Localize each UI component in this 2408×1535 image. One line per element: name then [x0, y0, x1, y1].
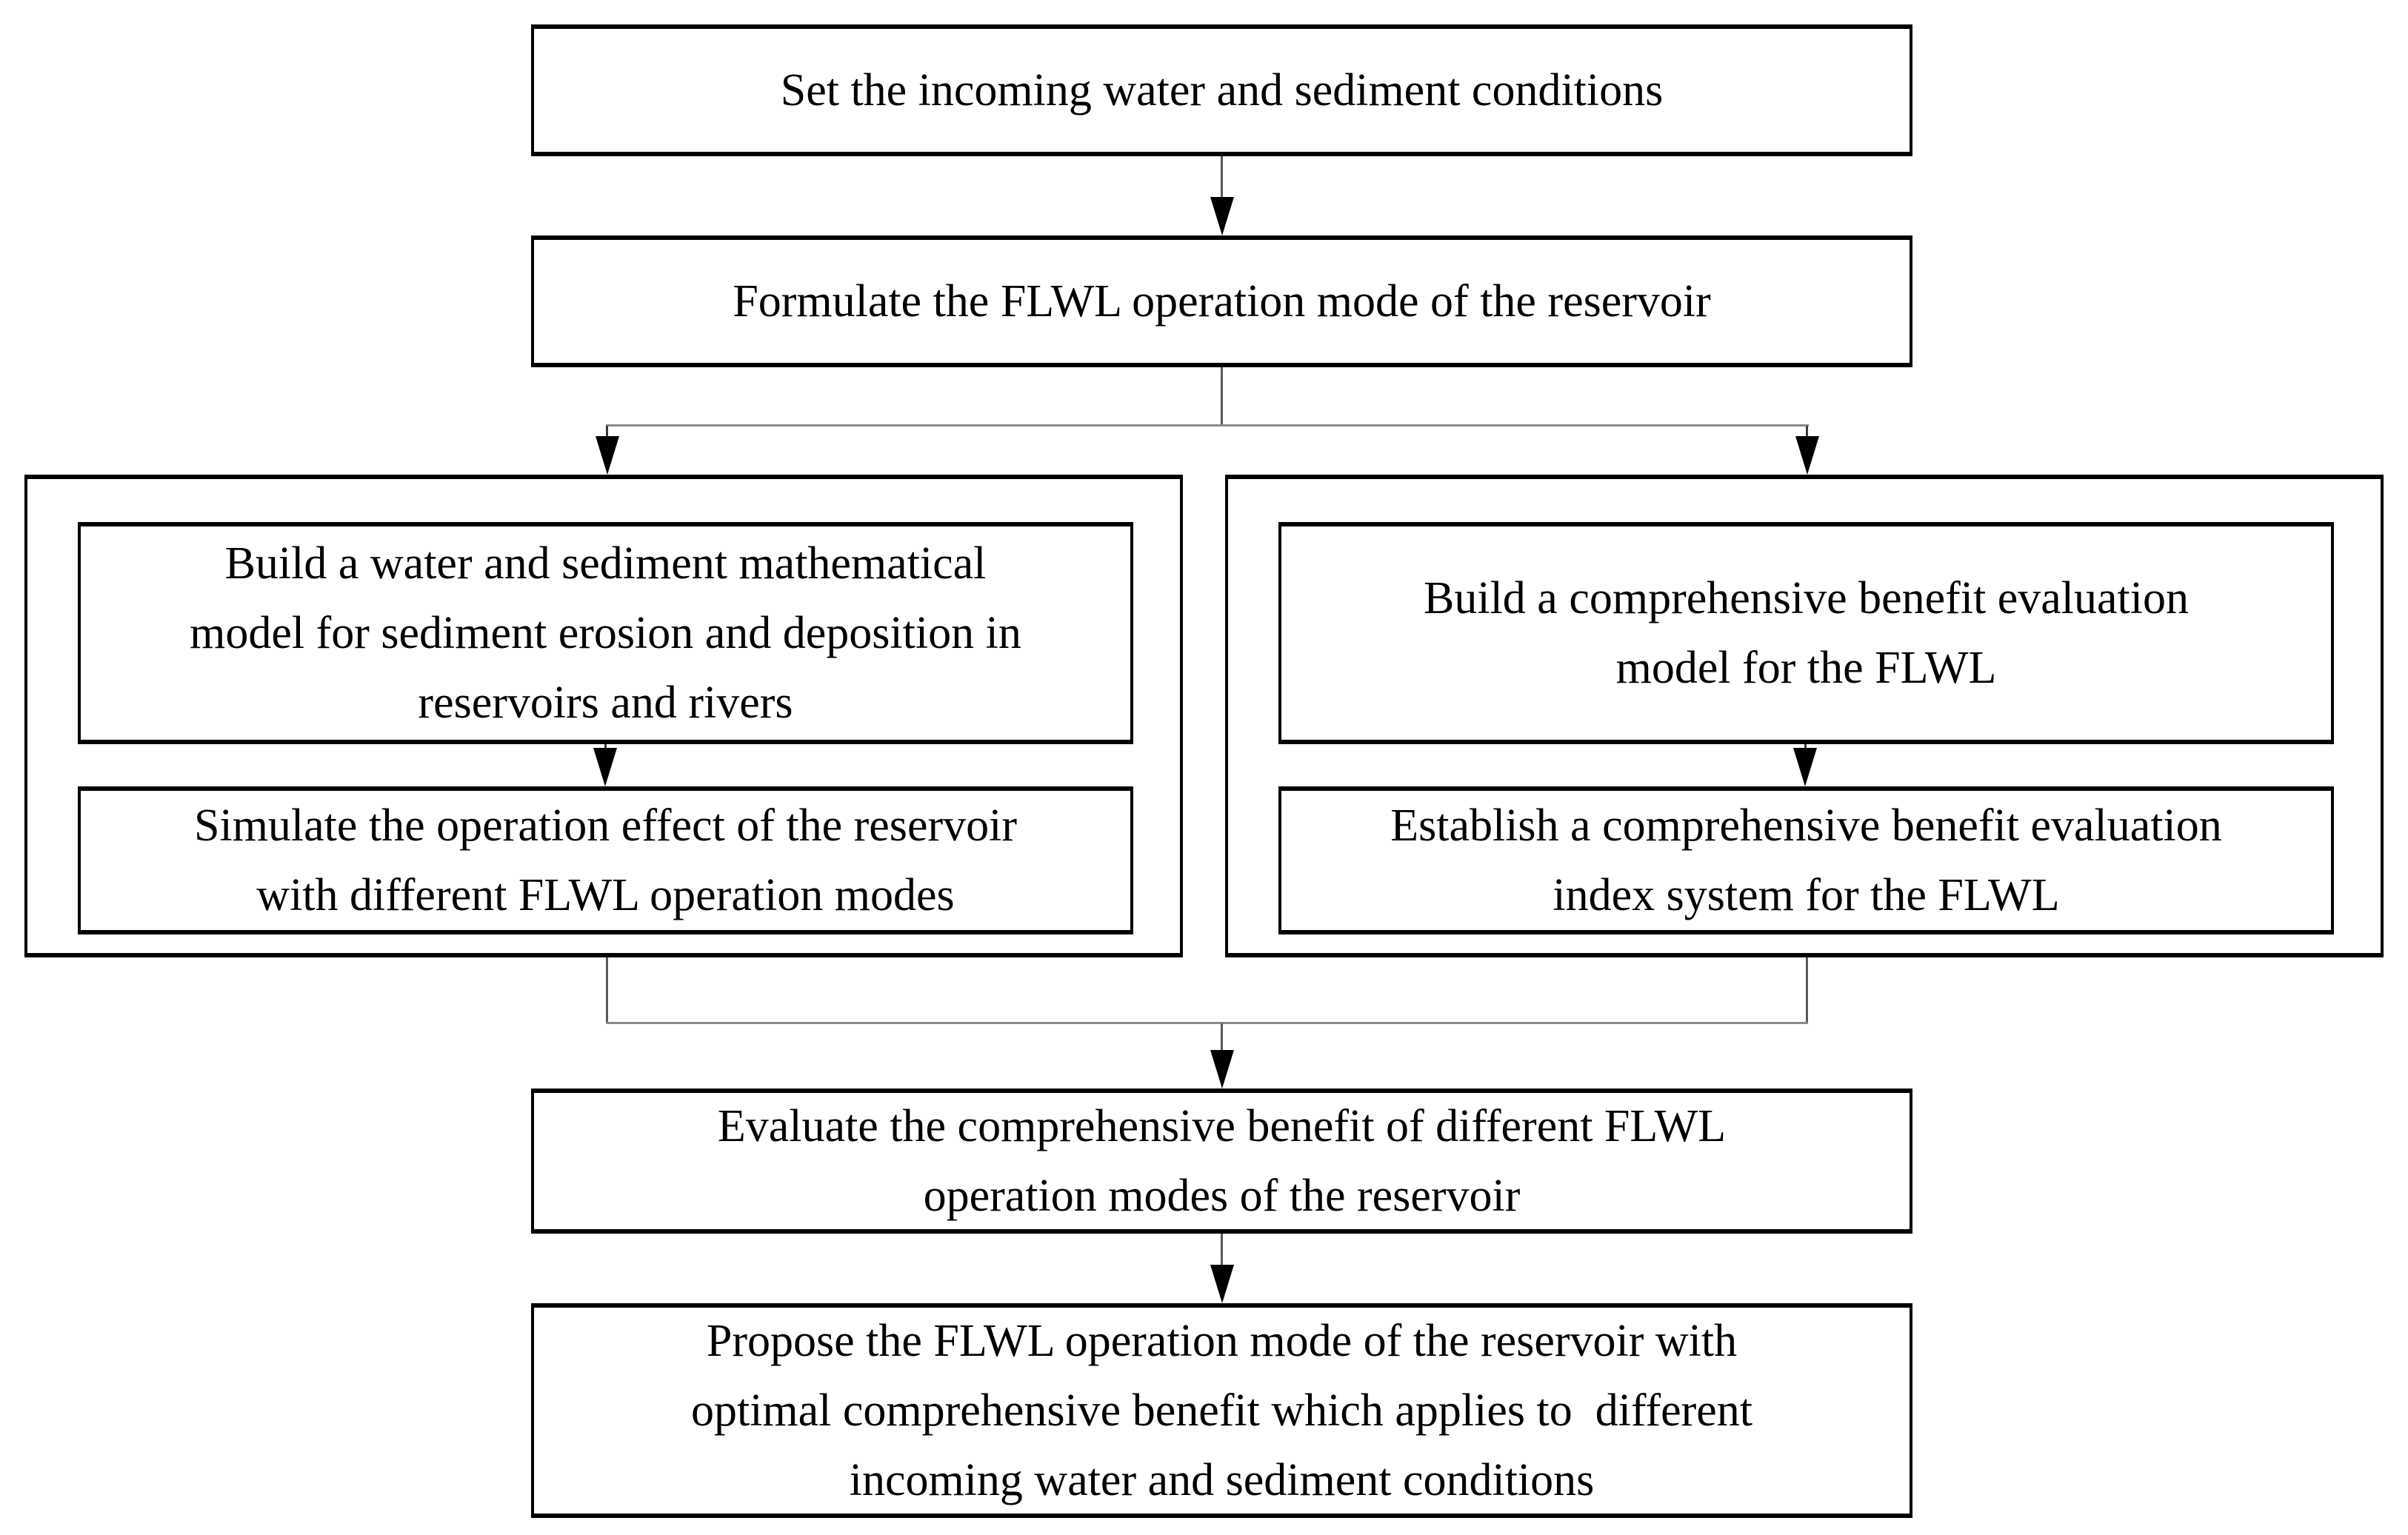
step-text-line: index system for the FLWL: [1552, 870, 2060, 920]
arrow-down-icon: [596, 436, 619, 475]
step-text-line: model for sediment erosion and depositio…: [190, 608, 1021, 658]
step-text-line: incoming water and sediment conditions: [849, 1455, 1595, 1505]
connector-merge-right: [1806, 957, 1808, 1023]
step-text-line: with different FLWL operation modes: [256, 870, 955, 920]
connector-split-right: [1806, 426, 1808, 438]
step-text-line: operation modes of the reservoir: [923, 1171, 1521, 1221]
step-build-benefit-model: Build a comprehensive benefit evaluation…: [1278, 522, 2334, 744]
step-text-line: Formulate the FLWL operation mode of the…: [733, 276, 1711, 327]
step-text-line: optimal comprehensive benefit which appl…: [690, 1385, 1753, 1436]
arrow-down-icon: [1210, 1265, 1234, 1303]
connector-merge-horizontal: [606, 1022, 1808, 1024]
step-establish-index-system: Establish a comprehensive benefit evalua…: [1278, 786, 2334, 934]
arrow-down-icon: [1793, 748, 1817, 786]
connector-formulate-down: [1221, 367, 1223, 426]
step-propose-mode: Propose the FLWL operation mode of the r…: [531, 1303, 1912, 1518]
step-text-line: Simulate the operation effect of the res…: [194, 800, 1017, 851]
connector-evaluate-to-propose: [1221, 1234, 1223, 1267]
step-text-line: Propose the FLWL operation mode of the r…: [706, 1316, 1738, 1366]
arrow-down-icon: [1210, 1050, 1234, 1088]
step-simulate-operation: Simulate the operation effect of the res…: [78, 786, 1133, 934]
connector-merge-left: [606, 957, 608, 1023]
connector-split-horizontal: [606, 424, 1809, 427]
connector-set-to-formulate: [1221, 156, 1223, 198]
arrow-down-icon: [1795, 436, 1819, 475]
step-text-line: Establish a comprehensive benefit evalua…: [1390, 800, 2222, 851]
step-build-math-model: Build a water and sediment mathematical …: [78, 522, 1133, 744]
step-evaluate-benefit: Evaluate the comprehensive benefit of di…: [531, 1088, 1912, 1234]
connector-merge-center: [1221, 1023, 1223, 1053]
step-text-line: Set the incoming water and sediment cond…: [780, 65, 1664, 116]
step-text-line: Build a comprehensive benefit evaluation: [1424, 573, 2189, 623]
arrow-down-icon: [593, 748, 617, 786]
step-formulate-mode: Formulate the FLWL operation mode of the…: [531, 235, 1912, 367]
step-text-line: Build a water and sediment mathematical: [224, 538, 987, 589]
step-text-line: Evaluate the comprehensive benefit of di…: [717, 1101, 1727, 1151]
connector-split-left: [606, 426, 608, 438]
step-text-line: reservoirs and rivers: [418, 678, 793, 728]
step-set-conditions: Set the incoming water and sediment cond…: [531, 24, 1912, 156]
arrow-down-icon: [1210, 197, 1234, 235]
step-text-line: model for the FLWL: [1615, 643, 1997, 693]
